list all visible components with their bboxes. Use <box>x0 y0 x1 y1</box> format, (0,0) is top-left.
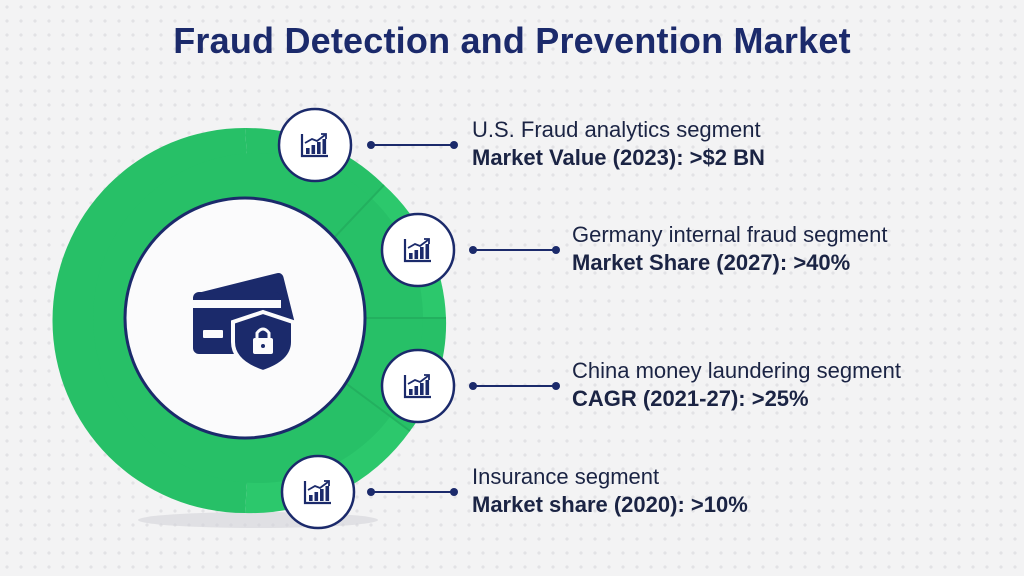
connector-3 <box>469 382 560 390</box>
segment-1-chart-icon <box>277 107 353 183</box>
segment-3-metric: CAGR (2021-27): >25% <box>572 386 809 411</box>
credit-card-shield-lock-icon <box>193 272 295 375</box>
segment-1-metric: Market Value (2023): >$2 BN <box>472 145 765 170</box>
segment-4-chart-icon <box>280 454 356 530</box>
segment-4-label: Insurance segment <box>472 464 660 489</box>
segment-2-text: Germany internal fraud segment Market Sh… <box>572 221 888 277</box>
segment-2-chart-icon <box>380 212 456 288</box>
connector-2 <box>469 246 560 254</box>
segment-4-text: Insurance segment Market share (2020): >… <box>472 463 748 519</box>
segment-1-label: U.S. Fraud analytics segment <box>472 117 761 142</box>
segment-3-chart-icon <box>380 348 456 424</box>
connector-1 <box>367 141 458 149</box>
segment-1-text: U.S. Fraud analytics segment Market Valu… <box>472 116 765 172</box>
connector-4 <box>367 488 458 496</box>
segment-3-text: China money laundering segment CAGR (202… <box>572 357 901 413</box>
segment-2-metric: Market Share (2027): >40% <box>572 250 851 275</box>
segment-3-label: China money laundering segment <box>572 358 901 383</box>
segment-4-metric: Market share (2020): >10% <box>472 492 748 517</box>
page-title: Fraud Detection and Prevention Market <box>173 20 851 61</box>
segment-2-label: Germany internal fraud segment <box>572 222 888 247</box>
